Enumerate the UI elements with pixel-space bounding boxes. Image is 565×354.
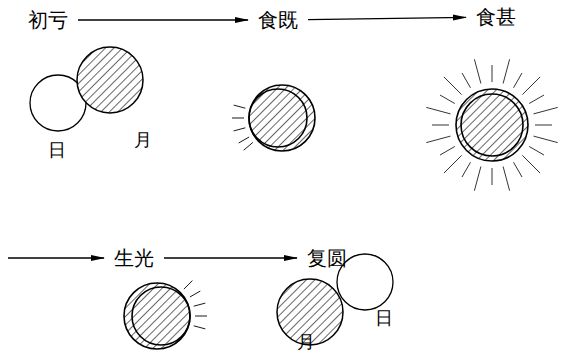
stage-label-box: 初亏 <box>18 7 78 33</box>
phase-name: 生光 <box>112 245 156 271</box>
sequence-arrow <box>308 17 466 19</box>
moon-disc <box>461 94 523 156</box>
phase-name: 食既 <box>256 7 300 33</box>
stage-label-box: 复圆 <box>297 245 357 271</box>
sun-edge <box>132 287 190 345</box>
stage-label-box: 生光 <box>104 245 164 271</box>
phase-name: 初亏 <box>26 7 70 33</box>
maximum-eclipse-figure <box>426 59 557 190</box>
stage-label-box: 食既 <box>248 7 308 33</box>
sequence-arrow <box>78 19 248 20</box>
phase-name: 复圆 <box>305 245 349 271</box>
moon-disc <box>249 85 315 151</box>
body-label: 日 <box>48 140 66 160</box>
corona-rays <box>184 281 207 329</box>
moon-disc <box>124 283 190 349</box>
sun-edge <box>249 89 307 147</box>
moon-disc <box>77 47 143 113</box>
stage-label-box: 食甚 <box>466 4 526 30</box>
second-contact-figure <box>232 85 315 151</box>
moon-backing <box>77 47 143 113</box>
sequence-arrow <box>8 30 470 258</box>
corona-rays <box>232 105 253 150</box>
first-contact-figure <box>30 47 143 131</box>
body-label: 月 <box>134 130 152 150</box>
body-label: 月 <box>297 332 315 352</box>
sun-ring <box>456 89 528 161</box>
body-label: 日 <box>375 308 393 328</box>
sequence-arrow <box>164 257 297 258</box>
third-contact-figure <box>124 281 207 349</box>
corona-rays <box>426 59 557 190</box>
phase-name: 食甚 <box>474 4 518 30</box>
